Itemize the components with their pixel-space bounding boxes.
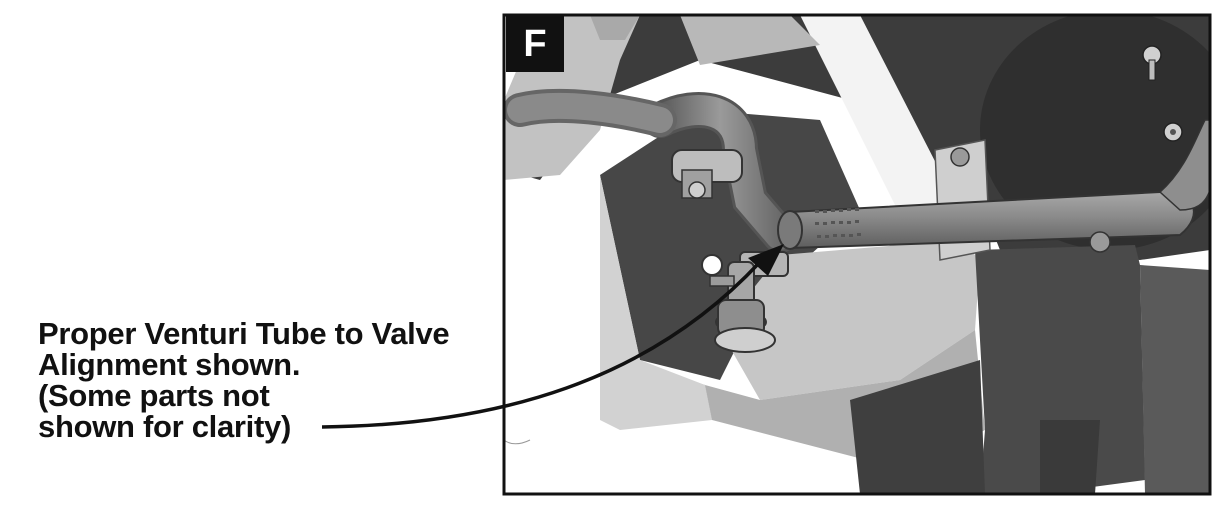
left-post xyxy=(600,175,712,430)
drawing-content xyxy=(504,15,1210,494)
figure-label: F xyxy=(506,16,564,72)
callout-leader xyxy=(321,260,762,429)
light-strip xyxy=(800,15,960,225)
venturi-tube xyxy=(777,119,1210,253)
pipe-clamp xyxy=(671,149,743,199)
manifold-plate xyxy=(600,110,860,380)
shelf-top xyxy=(720,240,980,400)
caption-line: shown for clarity) xyxy=(38,409,291,444)
caption-line: Proper Venturi Tube to Valve xyxy=(38,316,450,351)
caption-line: (Some parts not xyxy=(38,378,270,413)
figure-frame xyxy=(502,13,1212,496)
right-column xyxy=(975,245,1145,494)
callout-arrowhead xyxy=(748,244,784,276)
mounting-bolts xyxy=(1142,45,1183,142)
caption-line: Alignment shown. xyxy=(38,347,301,382)
callout-caption: Proper Venturi Tube to Valve Alignment s… xyxy=(38,318,498,442)
